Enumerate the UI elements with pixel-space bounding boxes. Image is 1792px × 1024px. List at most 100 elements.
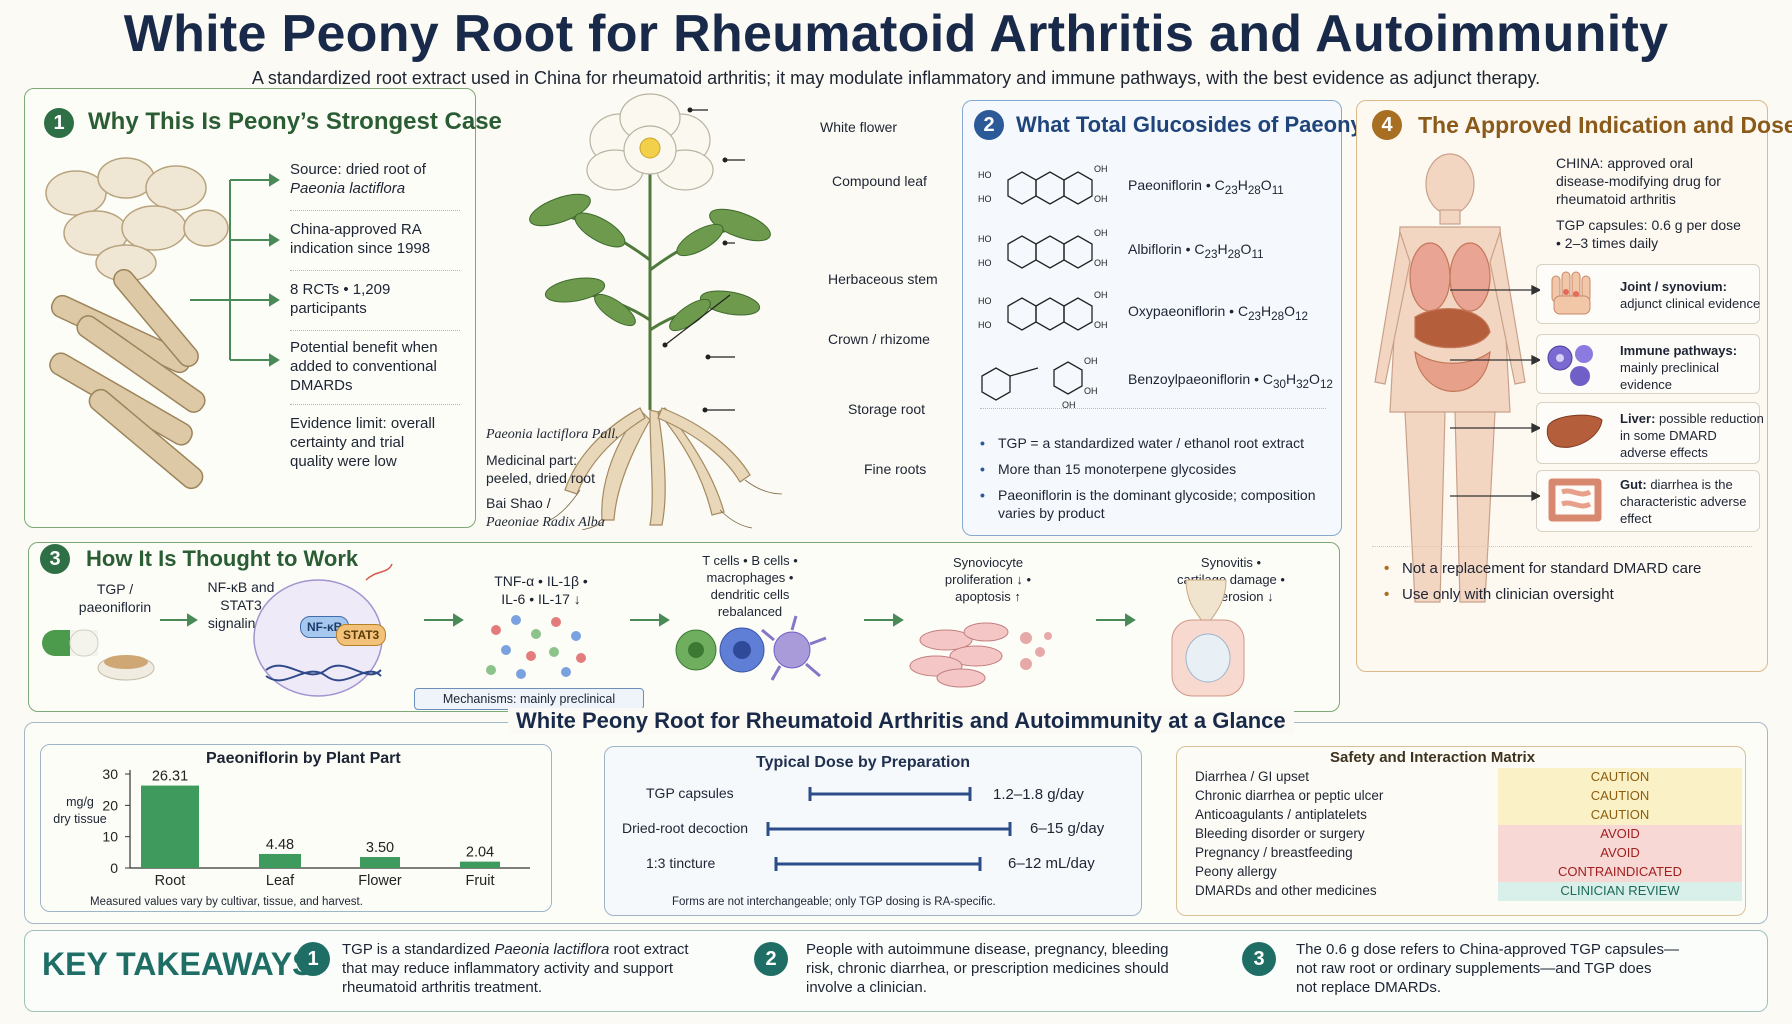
y-tick-label: 10 (102, 829, 118, 845)
bar-value-label: 3.50 (366, 840, 394, 856)
y-tick-label: 0 (110, 860, 118, 876)
dried-root-illustration (45, 157, 229, 490)
plant-label-leaf: Compound leaf (832, 173, 927, 189)
takeaway-3-text: The 0.6 g dose refers to China-approved … (1296, 941, 1679, 996)
safety-matrix-title: Safety and Interaction Matrix (1330, 749, 1536, 766)
plant-label-crown: Crown / rhizome (828, 331, 930, 347)
bar-category-label: Root (155, 873, 186, 889)
dose-chart-note: Forms are not interchangeable; only TGP … (672, 896, 996, 908)
mechanism-illustrations (42, 563, 1245, 697)
bar-value-label: 2.04 (466, 845, 494, 861)
bar-category-label: Flower (358, 873, 402, 889)
peony-plant-illustration (529, 93, 783, 530)
mechanism-note: Mechanisms: mainly preclinical (414, 688, 644, 710)
svg-text:OH: OH (1094, 258, 1108, 268)
y-tick-label: 30 (102, 766, 118, 782)
plant-names: Bai Shao /Paeoniae Radix Alba (486, 495, 605, 530)
plant-label-fine-roots: Fine roots (864, 461, 927, 477)
connector-arrows (190, 173, 280, 367)
tgp-bullet-3: Paeoniflorin is the dominant glycoside; … (980, 486, 1315, 522)
svg-text:OH: OH (1094, 164, 1108, 174)
plant-label-flower: White flower (820, 119, 898, 135)
dose-chart-panel (604, 746, 1142, 916)
panel-mechanism (28, 542, 1340, 712)
dose-range-bars (766, 787, 1012, 871)
human-body-illustration (1374, 153, 1526, 603)
svg-text:HO: HO (978, 170, 992, 180)
dose-label-decoction: Dried-root decoction (622, 820, 749, 836)
dose-range-decoction: 6–15 g/day (1030, 820, 1105, 837)
dose-chart-title: Typical Dose by Preparation (756, 754, 970, 771)
plant-label-stem: Herbaceous stem (828, 271, 938, 287)
bar-chart-panel (40, 744, 552, 912)
svg-text:OH: OH (1094, 290, 1108, 300)
panel-2-number: 2 (974, 110, 1004, 140)
bar-flower (360, 857, 400, 868)
dose-label-tincture: 1:3 tincture (646, 855, 716, 871)
svg-text:OH: OH (1094, 320, 1108, 330)
panel-3-number: 3 (40, 544, 70, 574)
panel-1-number: 1 (44, 108, 74, 138)
panel-1-title: Why This Is Peony’s Strongest Case (88, 108, 502, 135)
compound-paeoniflorin: Paeoniflorin • C23H28O11 (1128, 177, 1284, 197)
compound-oxypaeoniflorin: Oxypaeoniflorin • C23H28O12 (1128, 303, 1308, 323)
plant-medicinal-part: Medicinal part:peeled, dried root (486, 452, 595, 486)
svg-text:OH: OH (1084, 356, 1098, 366)
key-takeaways-title: KEY TAKEAWAYS (42, 946, 314, 982)
dose-text: TGP capsules: 0.6 g per dose• 2–3 times … (1556, 217, 1741, 251)
bar-value-label: 4.48 (266, 837, 294, 853)
bar-chart-title: Paeoniflorin by Plant Part (206, 750, 401, 767)
bar-chart-note: Measured values vary by cultivar, tissue… (90, 896, 363, 908)
takeaway-3-number: 3 (1242, 942, 1276, 976)
indication-bullet-2: Use only with clinician oversight (1384, 586, 1614, 604)
panel-2-title: What Total Glucosides of Paeony Is (1016, 112, 1388, 137)
bar-value-label: 26.31 (152, 769, 188, 785)
glance-title: White Peony Root for Rheumatoid Arthriti… (508, 708, 1294, 734)
page-title: White Peony Root for Rheumatoid Arthriti… (123, 5, 1669, 63)
svg-text:HO: HO (978, 234, 992, 244)
bar-category-label: Fruit (466, 873, 495, 889)
immune-cells-icon (1547, 345, 1593, 386)
bar-root (141, 785, 199, 868)
takeaway-2-text: People with autoimmune disease, pregnanc… (806, 941, 1169, 996)
panel-strongest-case (24, 88, 476, 528)
liver-icon (1546, 414, 1603, 448)
tgp-bullet-1: TGP = a standardized water / ethanol roo… (980, 434, 1304, 452)
svg-text:HO: HO (978, 320, 992, 330)
organ-immune (1536, 334, 1760, 394)
takeaway-1-text: TGP is a standardized Paeonia lactiflora… (342, 941, 689, 996)
svg-text:HO: HO (978, 194, 992, 204)
svg-text:OH: OH (1094, 228, 1108, 238)
organ-connectors (1450, 284, 1540, 502)
page-subtitle: A standardized root extract used in Chin… (251, 68, 1541, 88)
bar-fruit (460, 861, 500, 868)
dose-range-tgp: 1.2–1.8 g/day (993, 786, 1084, 803)
organ-joint-text: Joint / synovium:adjunct clinical eviden… (1620, 279, 1761, 311)
compound-albiflorin: Albiflorin • C23H28O11 (1128, 241, 1264, 261)
svg-text:OH: OH (1084, 386, 1098, 396)
tgp-bullet-2: More than 15 monoterpene glycosides (980, 460, 1236, 478)
panel-4-number: 4 (1372, 110, 1402, 140)
panel-3-title: How It Is Thought to Work (86, 546, 359, 571)
